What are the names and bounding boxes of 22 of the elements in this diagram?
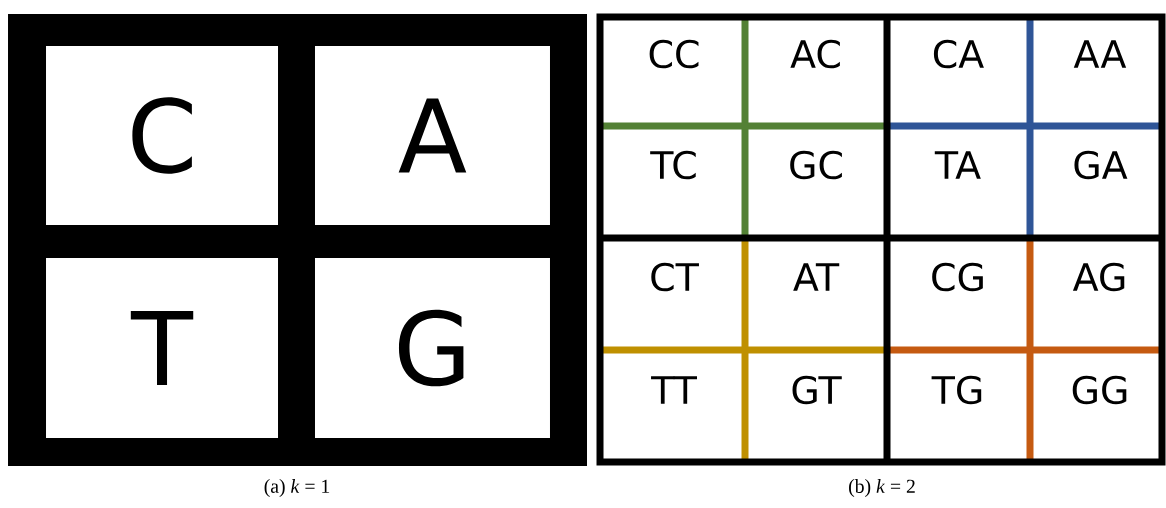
pair-label: TC: [650, 150, 696, 180]
caption: (b) k = 2: [849, 479, 915, 497]
pair-label: CA: [933, 39, 984, 69]
pair-label: CG: [932, 262, 983, 292]
pair-label: GT: [792, 375, 842, 405]
letter-cell: C: [46, 46, 278, 225]
pair-label: CT: [651, 262, 699, 292]
pair-label: AT: [793, 263, 840, 291]
pair-label: GG: [1072, 375, 1127, 405]
pair-label: AC: [790, 39, 840, 69]
letter-cell: A: [315, 46, 550, 225]
pair-label: AG: [1072, 262, 1125, 292]
pair-label: GC: [790, 150, 842, 180]
letter-cell: G: [315, 258, 550, 438]
pair-label: AA: [1073, 40, 1127, 68]
pair-label: CC: [649, 39, 699, 69]
letter-cell: T: [46, 258, 278, 438]
pair-label: TT: [651, 376, 697, 404]
pair-label: GA: [1074, 150, 1128, 180]
pair-label: TG: [931, 375, 982, 405]
pair-label: TA: [934, 151, 981, 179]
caption: (a) k = 1: [264, 479, 330, 497]
